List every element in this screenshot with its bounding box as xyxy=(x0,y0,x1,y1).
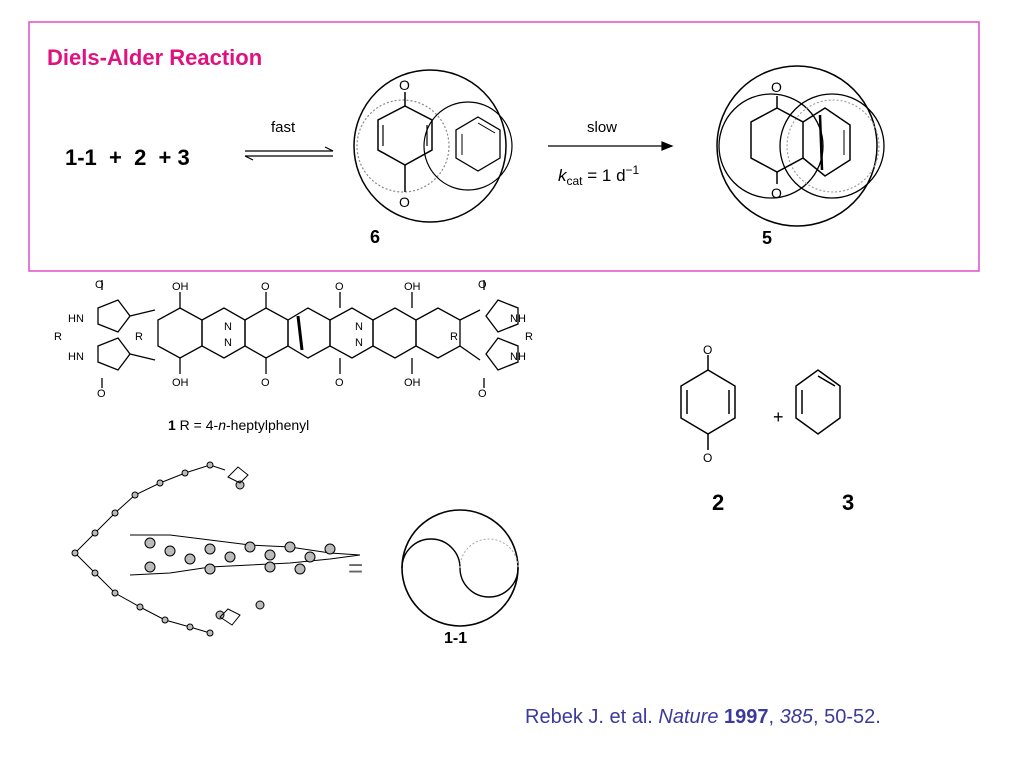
atom-hn-2: HN xyxy=(68,351,84,363)
reactants-text: 1-1 + 2 + 3 xyxy=(65,145,190,170)
atom-o-8: O xyxy=(478,388,487,400)
atom-r-1: R xyxy=(54,331,62,343)
atom-oh-2: OH xyxy=(172,377,189,389)
reactant-2-label: 2 xyxy=(712,490,724,515)
reactant-3-label: 3 xyxy=(842,490,854,515)
atom-oh-3: OH xyxy=(404,281,421,293)
atom-nh-2: NH xyxy=(510,351,526,363)
equilibrium-arrow xyxy=(244,146,334,161)
atom-o-1: O xyxy=(95,280,104,291)
complex-label: 6 xyxy=(370,227,380,247)
atom-n-4: N xyxy=(355,337,363,349)
atom-oh-4: OH xyxy=(404,377,421,389)
rate-constant: kcat = 1 d−1 xyxy=(558,163,640,188)
complex-o-bottom: O xyxy=(399,194,410,210)
benzene-left xyxy=(157,307,203,359)
atom-o-7: O xyxy=(478,280,487,291)
atom-r-3: R xyxy=(450,331,458,343)
glycoluril-right-bottom xyxy=(485,337,519,371)
glycoluril-right-top xyxy=(485,299,519,333)
ball-and-stick-model xyxy=(71,461,361,637)
atom-nh-1: NH xyxy=(510,313,526,325)
capsule-label: 1-1 xyxy=(444,630,467,647)
reactants-panel: O O + 2 3 xyxy=(680,343,854,515)
glycoluril-left-top xyxy=(97,299,131,333)
citation: Rebek J. et al. Nature 1997, 385, 50-52. xyxy=(525,706,881,728)
quinone-ring xyxy=(680,369,736,435)
plus-sign: + xyxy=(773,407,784,427)
scheme-border xyxy=(28,21,980,272)
structure-1-caption: 1 R = 4-n-heptylphenyl xyxy=(168,417,309,433)
atom-oh-1: OH xyxy=(172,281,189,293)
quinone-o-top: O xyxy=(703,343,712,357)
structure-1: O HN R R HN O OH OH N N O O O O N N OH O… xyxy=(54,280,533,433)
product-5-figure xyxy=(716,65,885,227)
equivalence-sign: = xyxy=(348,553,363,583)
atom-r-4: R xyxy=(525,331,533,343)
atom-n-2: N xyxy=(224,337,232,349)
capsule-model: = 1-1 xyxy=(71,461,519,647)
atom-o-4: O xyxy=(261,377,270,389)
cyclohexadiene-ring xyxy=(795,369,841,435)
atom-n-1: N xyxy=(224,321,232,333)
atom-o-6: O xyxy=(335,377,344,389)
atom-hn-1: HN xyxy=(68,313,84,325)
product-o-top: O xyxy=(771,79,782,95)
atom-o-2: O xyxy=(97,388,106,400)
product-o-bottom: O xyxy=(771,185,782,201)
atom-o-3: O xyxy=(261,281,270,293)
slide-title: Diels-Alder Reaction xyxy=(47,45,263,70)
product-label: 5 xyxy=(762,228,772,248)
complex-6-figure xyxy=(353,69,513,223)
slow-label: slow xyxy=(587,119,617,136)
glycoluril-left-bottom xyxy=(97,337,131,371)
fast-label: fast xyxy=(271,119,296,136)
atom-r-2: R xyxy=(135,331,143,343)
capsule-schematic xyxy=(401,509,519,627)
quinone-o-bottom: O xyxy=(703,451,712,465)
atom-o-5: O xyxy=(335,281,344,293)
slow-arrow xyxy=(548,141,674,151)
complex-o-top: O xyxy=(399,77,410,93)
atom-n-3: N xyxy=(355,321,363,333)
